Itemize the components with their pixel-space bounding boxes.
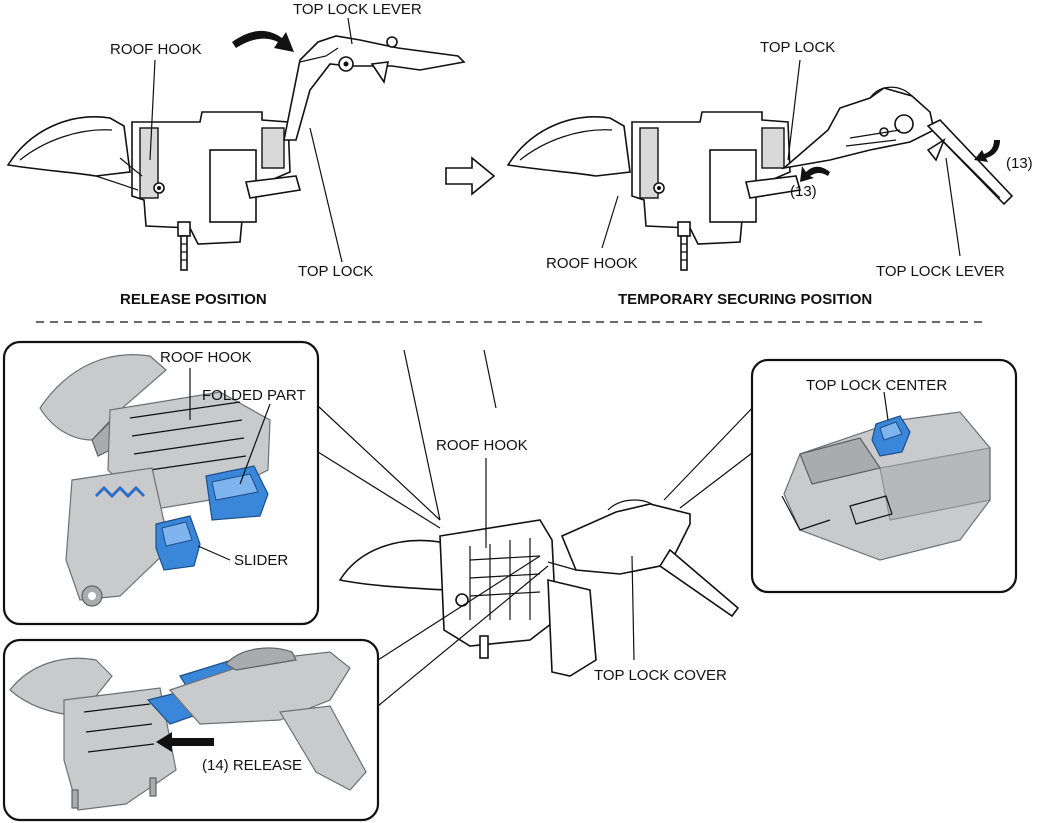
label-top-lock-lever-2: TOP LOCK LEVER <box>876 263 1005 280</box>
caption-temporary-securing: TEMPORARY SECURING POSITION <box>618 291 872 308</box>
temporary-securing-figure: TOP LOCK (13) (13) ROOF HOOK TOP LOCK LE… <box>506 39 1033 308</box>
label-release: (14) RELEASE <box>202 757 302 774</box>
release-position-figure: TOP LOCK LEVER ROOF HOOK TOP LOCK RELEAS… <box>6 1 466 308</box>
label-roof-hook: ROOF HOOK <box>110 41 202 58</box>
push-arrow-icon-2 <box>974 140 1000 162</box>
roof-hook-wing <box>6 116 131 177</box>
label-top-lock-lever: TOP LOCK LEVER <box>293 1 422 18</box>
push-arrow-icon-1 <box>800 166 830 182</box>
center-assembly-figure: ROOF HOOK TOP LOCK COVER <box>338 349 740 684</box>
label-step-13-a: (13) <box>790 183 817 200</box>
label-top-lock: TOP LOCK <box>298 263 373 280</box>
caption-release-position: RELEASE POSITION <box>120 291 267 308</box>
label-folded-part: FOLDED PART <box>202 387 306 404</box>
label-top-lock-cover: TOP LOCK COVER <box>594 667 727 684</box>
release-arrow-icon <box>156 732 214 752</box>
rotate-arrow-icon <box>232 30 294 52</box>
center-roof-hook-wing <box>338 539 447 591</box>
center-top-lock-cover <box>560 503 691 575</box>
top-lock-shape <box>781 87 935 170</box>
roof-hook-wing-2 <box>506 116 631 177</box>
top-lock-lever-shape-2 <box>926 119 1014 206</box>
label-top-lock-2: TOP LOCK <box>760 39 835 56</box>
callout-lines-detail-3 <box>663 403 757 509</box>
detail-panel-slider: ROOF HOOK FOLDED PART SLIDER <box>2 340 320 626</box>
label-roof-hook-2: ROOF HOOK <box>546 255 638 272</box>
release-roof-hook-body <box>63 687 177 811</box>
label-slider: SLIDER <box>234 552 288 569</box>
label-detail-roof-hook: ROOF HOOK <box>160 349 252 366</box>
label-top-lock-center: TOP LOCK CENTER <box>806 377 947 394</box>
detail-panel-release: (14) RELEASE <box>2 638 380 822</box>
top-lock-lever-shape <box>283 35 466 141</box>
callout-lines-detail-2 <box>377 555 549 707</box>
detail-panel-top-lock-center: TOP LOCK CENTER <box>750 358 1018 594</box>
label-step-13-b: (13) <box>1006 155 1033 172</box>
callout-lines-detail-1 <box>317 405 441 529</box>
label-center-roof-hook: ROOF HOOK <box>436 437 528 454</box>
next-step-arrow-icon <box>445 156 496 196</box>
